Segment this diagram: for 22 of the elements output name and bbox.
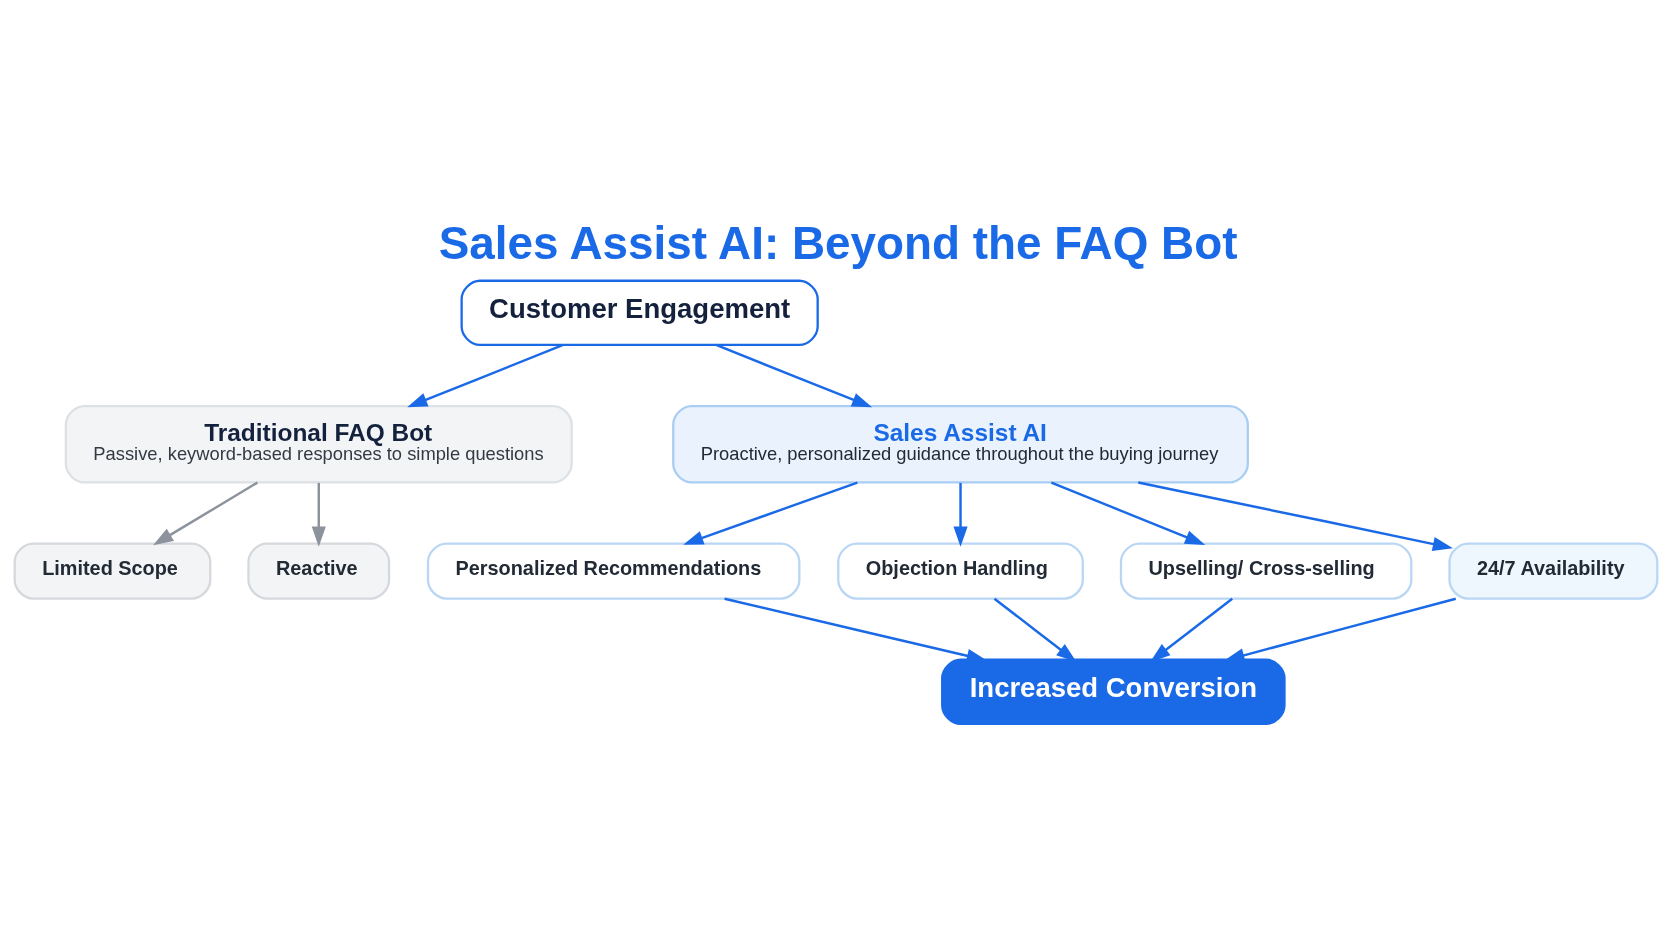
arrow [993, 597, 1077, 662]
node-box: Upselling/ Cross-selling [1119, 541, 1413, 600]
arrow [153, 481, 259, 545]
arrow [1224, 597, 1457, 662]
node-box: Reactive [247, 541, 391, 600]
node-box: 24/7 Availability [1448, 541, 1659, 600]
node-box: Objection Handling [837, 541, 1084, 600]
arrow [1138, 480, 1453, 551]
node-box: Sales Assist AI Proactive, personalized guidance throughout the buying journey [672, 404, 1249, 484]
diagram-title: Sales Assist AI: Beyond the FAQ Bot [438, 217, 1238, 269]
node-box: Traditional FAQ Bot Passive, keyword-based responses to simple questions [64, 404, 573, 484]
arrow [683, 480, 858, 545]
arrow [311, 482, 326, 547]
arrow [1050, 480, 1206, 545]
arrow [715, 343, 873, 407]
arrow [407, 343, 564, 407]
node-box: Customer Engagement [460, 279, 819, 346]
node-box: Personalized Recommendations [426, 541, 801, 600]
arrow [953, 482, 968, 547]
arrow [1150, 597, 1233, 662]
node-box: Increased Conversion [941, 658, 1286, 725]
node-box: Limited Scope [13, 541, 212, 600]
